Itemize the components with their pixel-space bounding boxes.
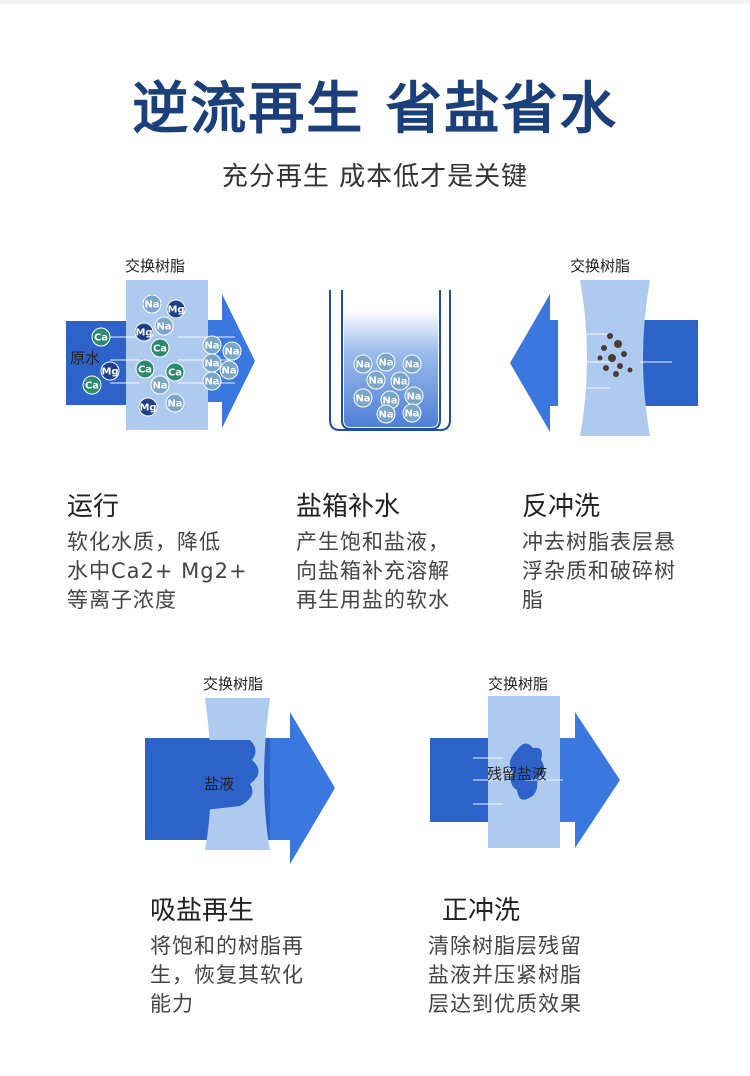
- step-title-backwash: 反冲洗: [522, 492, 601, 522]
- ion-na-label: Na: [404, 360, 419, 371]
- ion-mg: [166, 299, 186, 319]
- ion-ca: [150, 338, 170, 358]
- ion-na: [222, 341, 242, 361]
- ion-mg: [138, 397, 158, 417]
- ion-na-label: Na: [204, 377, 219, 388]
- ion-na-label: Na: [224, 347, 239, 358]
- ion-na-label: Na: [144, 300, 159, 311]
- ion-na-label: Na: [204, 359, 219, 370]
- ion-ca-label: Ca: [153, 344, 167, 355]
- ion-na: [353, 354, 373, 374]
- ion-ca: [91, 327, 111, 347]
- top-divider: [0, 0, 750, 4]
- liquid-label: 残留盐液: [487, 765, 548, 783]
- resin-label: 交换树脂: [488, 675, 549, 693]
- ion-na-label: Na: [152, 381, 167, 392]
- ion-na: [402, 403, 422, 423]
- ion-na-label: Na: [221, 366, 236, 377]
- ion-na: [142, 294, 162, 314]
- ion-na: [219, 360, 239, 380]
- residual-brine-blob: [509, 743, 545, 800]
- step-desc-rinse: 清除树脂层残留 盐液并压紧树脂 层达到优质效果: [428, 934, 582, 1016]
- backwash-arrow-head: [510, 294, 558, 432]
- ion-na-label: Na: [378, 410, 393, 421]
- backwash-arrow-body: [640, 320, 698, 406]
- ion-na: [376, 352, 396, 372]
- impurity-particle: [613, 371, 619, 377]
- resin-label: 交换树脂: [203, 675, 264, 693]
- liquid-label: 盐液: [204, 775, 235, 793]
- ion-na: [154, 316, 174, 336]
- ion-na-label: Na: [406, 392, 421, 403]
- step-rinse-diagram: 交换树脂 残留盐液: [425, 668, 625, 858]
- step-regen-diagram: 交换树脂 盐液: [140, 668, 340, 864]
- step-title-brine: 盐箱补水: [296, 492, 401, 522]
- ion-na: [202, 371, 222, 391]
- step-title-run: 运行: [67, 492, 120, 522]
- resin-label: 交换树脂: [570, 257, 631, 275]
- ion-ca-label: Ca: [168, 368, 182, 379]
- ion-na-label: Na: [392, 377, 407, 388]
- ion-na: [376, 404, 396, 424]
- step-desc-brine: 产生饱和盐液， 向盐箱补充溶解 再生用盐的软水: [296, 530, 450, 612]
- impurity-particle: [621, 351, 627, 357]
- ion-na: [353, 388, 373, 408]
- impurity-particle: [627, 367, 633, 373]
- regen-arrow-head: [270, 712, 335, 864]
- ion-na-label: Na: [167, 399, 182, 410]
- impurity-particle: [608, 354, 616, 362]
- regeneration-illustration: [145, 698, 335, 864]
- ion-mg-label: Mg: [167, 305, 184, 316]
- ion-na-label: Na: [368, 376, 383, 387]
- step-desc-run: 软化水质，降低 水中Ca2+ Mg2+ 等离子浓度: [67, 530, 248, 612]
- impurity-particle: [603, 365, 609, 371]
- inlet-label: 原水: [70, 349, 101, 367]
- ion-na-label: Na: [355, 394, 370, 405]
- impurity-particle: [601, 345, 607, 351]
- resin-label: 交换树脂: [125, 257, 186, 275]
- ion-mg-label: Mg: [101, 367, 118, 378]
- ion-na-label: Na: [404, 409, 419, 420]
- page-title: 逆流再生 省盐省水: [132, 77, 618, 142]
- ion-mg-label: Mg: [139, 403, 156, 414]
- step-title-rinse: 正冲洗: [442, 896, 521, 926]
- ion-na-label: Na: [156, 322, 171, 333]
- ion-ca: [135, 359, 155, 379]
- brine-flow: [205, 740, 259, 810]
- ion-ca-label: Ca: [85, 381, 99, 392]
- impurity-particle: [607, 333, 613, 339]
- ion-na: [402, 354, 422, 374]
- ion-na-label: Na: [378, 358, 393, 369]
- ion-ca: [165, 362, 185, 382]
- step-desc-regen: 将饱和的树脂再 生，恢复其软化 能力: [150, 934, 304, 1016]
- impurity-particles: [597, 333, 633, 377]
- ion-na: [150, 375, 170, 395]
- ion-ca-label: Ca: [138, 365, 152, 376]
- ion-na-label: Na: [355, 360, 370, 371]
- impurity-particle: [614, 340, 622, 348]
- step-desc-backwash: 冲去树脂表层悬 浮杂质和破碎树 脂: [522, 530, 676, 612]
- ion-mg: [100, 361, 120, 381]
- impurity-particle: [597, 355, 603, 361]
- ion-ca: [82, 375, 102, 395]
- ion-na: [366, 370, 386, 390]
- rinse-illustration: [430, 696, 620, 848]
- page-subtitle: 充分再生 成本低才是关键: [221, 162, 529, 192]
- ion-na: [165, 393, 185, 413]
- step-title-regen: 吸盐再生: [150, 896, 255, 926]
- ion-mg: [134, 322, 154, 342]
- backwash-illustration: [510, 280, 698, 436]
- step-backwash-diagram: 交换树脂: [500, 250, 710, 440]
- ion-na-label: Na: [382, 396, 397, 407]
- impurity-particle: [617, 363, 623, 369]
- ion-mg-label: Mg: [135, 328, 152, 339]
- ion-na-label: Na: [204, 341, 219, 352]
- rinse-arrow-head: [555, 712, 620, 848]
- ion-ca-label: Ca: [94, 333, 108, 344]
- ion-na: [390, 371, 410, 391]
